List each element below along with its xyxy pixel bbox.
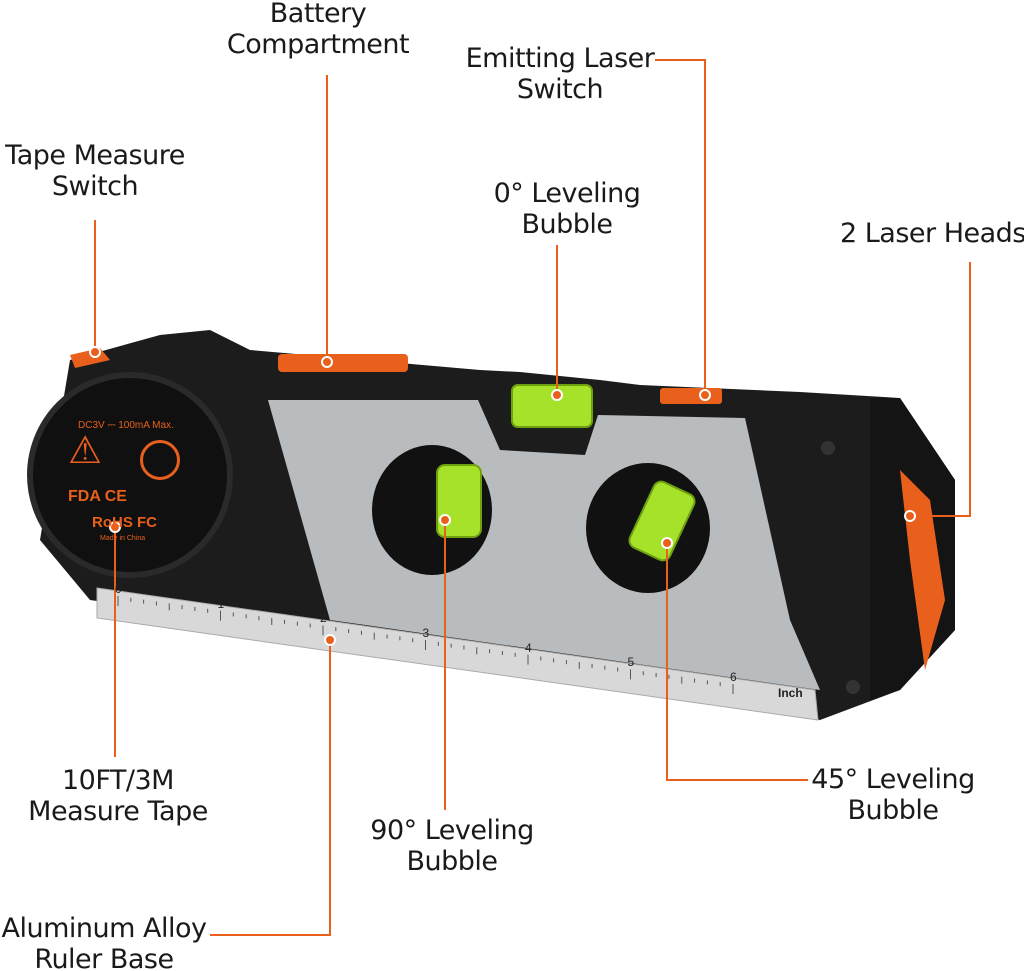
ruler-base [96, 587, 819, 721]
ruler-number: 5 [627, 655, 635, 670]
fda-mark: FDA [68, 488, 101, 505]
no-eye-exposure-icon [140, 440, 180, 480]
ruler-ticks [117, 596, 734, 694]
bubble-vial-45 [628, 480, 696, 562]
ruler-number: 0 [115, 582, 122, 596]
cert-marks-row1: FDA CE [68, 488, 127, 506]
ruler-number: 4 [525, 640, 532, 655]
leader-lines [94, 59, 971, 936]
bubble-vial-0 [511, 384, 593, 428]
battery-cover [278, 354, 408, 372]
rating-text: DC3V ⎓ 100mA Max. [78, 420, 174, 431]
ruler-unit: Inch [778, 686, 803, 700]
screw [846, 680, 860, 694]
callout-dots [89, 346, 916, 646]
callout-laser-heads: 2 Laser Heads [840, 218, 1024, 249]
origin-text: Made in China [100, 535, 146, 542]
ce-mark: CE [104, 488, 127, 505]
ruler-number: 3 [422, 626, 430, 640]
laser-switch [660, 388, 722, 404]
ruler-number: 1 [217, 596, 225, 611]
cert-marks-row2: RoHS FC [92, 514, 157, 531]
ruler-number: 6 [730, 670, 737, 684]
ruler-number: 2 [320, 611, 327, 626]
fc-mark: FC [137, 514, 158, 531]
tape-drum [27, 372, 233, 578]
bubble-vial-90 [436, 464, 482, 538]
screw [821, 441, 835, 455]
laser-warning-icon: ⚠ [68, 428, 103, 472]
rohs-mark: RoHS [92, 514, 133, 531]
